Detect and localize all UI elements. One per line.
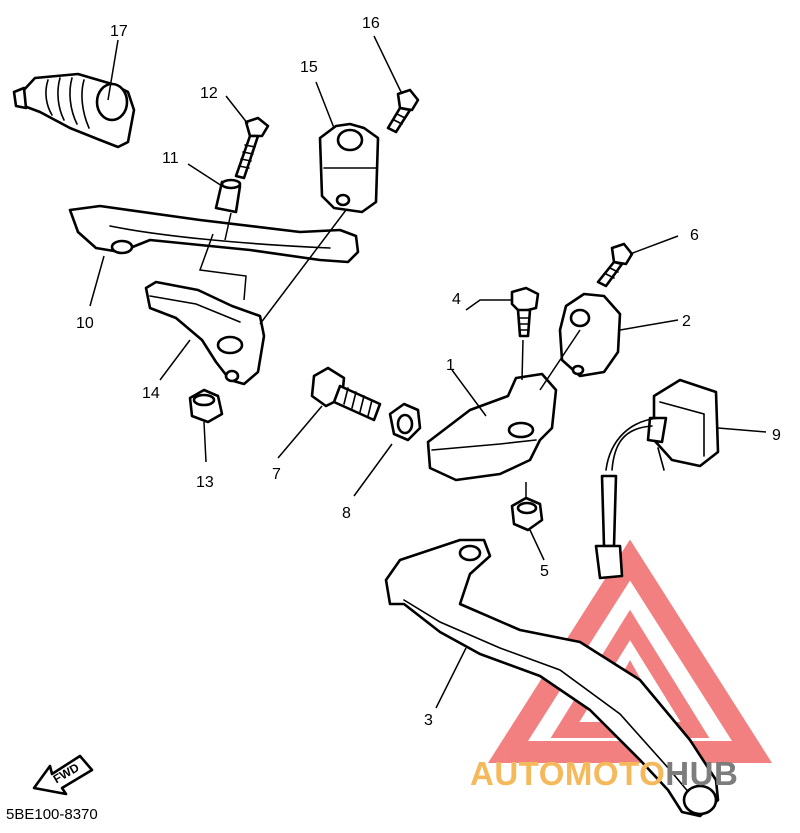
part-1-lever-holder xyxy=(426,372,558,482)
callout-3: 3 xyxy=(424,712,433,729)
callout-11: 11 xyxy=(162,150,179,167)
callout-13: 13 xyxy=(196,474,214,491)
callout-numbers: 17 12 11 16 15 10 14 13 7 8 4 1 6 2 5 9 … xyxy=(76,15,781,729)
part-14-bracket xyxy=(144,280,266,386)
diagram-code: 5BE100-8370 xyxy=(6,806,98,823)
watermark-text-part1: AUTOMOTO xyxy=(470,755,666,792)
part-3-lever xyxy=(384,538,720,818)
part-13-nut xyxy=(188,388,224,424)
callout-8: 8 xyxy=(342,505,351,522)
fwd-arrow-icon: FWD xyxy=(32,754,94,796)
callout-1: 1 xyxy=(446,357,455,374)
part-15-holder xyxy=(318,122,380,214)
part-11-collar xyxy=(214,178,242,214)
callout-17: 17 xyxy=(110,23,128,40)
callout-12: 12 xyxy=(200,85,218,102)
alignment-lines xyxy=(198,209,581,498)
watermark-text-part2: HUB xyxy=(665,755,739,792)
callout-2: 2 xyxy=(682,313,691,330)
part-5-nut xyxy=(510,496,544,532)
callout-6: 6 xyxy=(690,227,699,244)
callout-16: 16 xyxy=(362,15,380,32)
callout-7: 7 xyxy=(272,466,281,483)
callout-14: 14 xyxy=(142,385,160,402)
callout-5: 5 xyxy=(540,563,549,580)
callout-4: 4 xyxy=(452,291,461,308)
part-4-bolt xyxy=(510,286,540,338)
callout-15: 15 xyxy=(300,59,318,76)
part-9-switch xyxy=(594,378,720,580)
part-12-screw xyxy=(234,116,270,180)
part-7-adjuster xyxy=(310,366,382,422)
callout-leaders xyxy=(89,35,767,709)
part-16-bolt xyxy=(386,88,420,134)
part-6-screw xyxy=(596,242,634,288)
part-17-grip-boot xyxy=(12,72,136,149)
callout-10: 10 xyxy=(76,315,94,332)
part-8-locknut xyxy=(388,402,422,442)
part-10-lever xyxy=(68,204,360,264)
callout-9: 9 xyxy=(772,427,781,444)
watermark-text: AUTOMOTOHUB xyxy=(470,755,738,793)
part-2-holder xyxy=(558,292,622,378)
